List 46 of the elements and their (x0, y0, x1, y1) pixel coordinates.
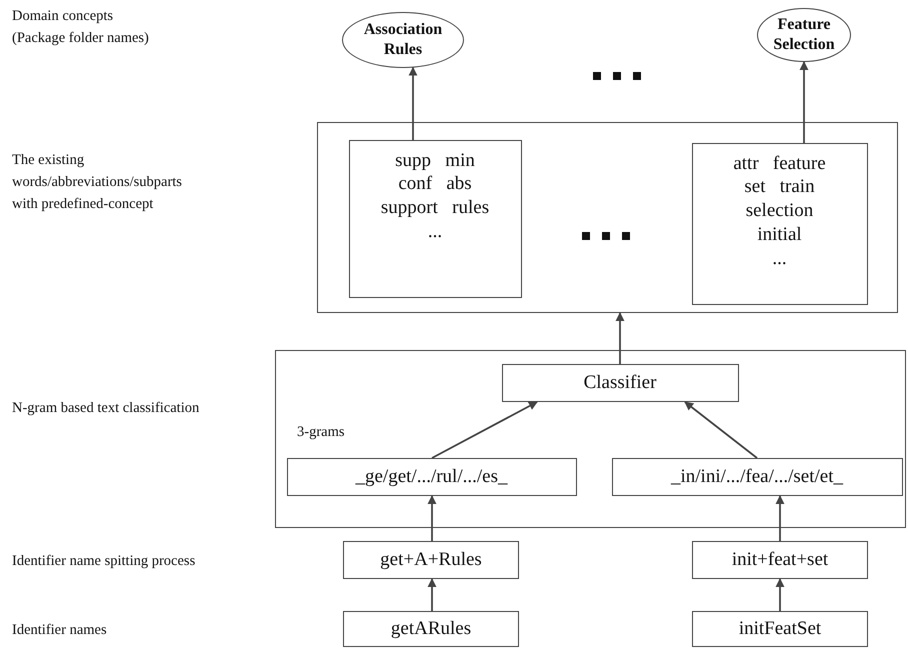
word-list-line: ... (772, 246, 787, 270)
node-label: get+A+Rules (380, 548, 482, 572)
concept-ellipse (757, 8, 851, 62)
word-list-box (692, 142, 868, 304)
node-label: Classifier (584, 370, 656, 394)
arrow (428, 495, 436, 541)
node-label: Association Rules (362, 20, 444, 60)
arrow (776, 578, 784, 611)
node-label: getARules (390, 617, 472, 641)
row-heading: Domain concepts (Package folder names) (12, 7, 150, 48)
arrow (616, 312, 624, 364)
row-heading: N-gram based text classification (12, 399, 200, 418)
process-box (343, 611, 519, 647)
node-label: init+feat+set (732, 548, 828, 572)
process-box (692, 541, 868, 579)
group-label: 3-grams (297, 423, 346, 442)
word-list-line: set train (744, 175, 815, 199)
process-box (502, 364, 738, 402)
row-heading: Identifier names (12, 621, 108, 640)
node-label: initFeatSet (738, 617, 822, 641)
word-list-box (348, 140, 522, 298)
row-heading: Identifier name spitting process (12, 552, 196, 571)
arrow (776, 495, 784, 541)
group-frame (275, 350, 906, 528)
word-list-line: conf abs (398, 172, 472, 196)
concept-ellipse (342, 12, 464, 68)
word-list-line: attr feature (733, 152, 826, 176)
process-box (343, 541, 519, 579)
arrow (408, 66, 418, 140)
process-box (692, 611, 868, 647)
word-list-line: ... (428, 220, 442, 244)
node-label: _ge/get/.../rul/.../es_ (356, 464, 508, 488)
word-list-line: initial (757, 222, 802, 246)
word-list-line: selection (746, 199, 814, 223)
word-list-line: support rules (380, 196, 490, 220)
node-label: Feature Selection (772, 15, 836, 55)
process-box (286, 458, 576, 496)
arrow (684, 401, 758, 459)
arrow (800, 61, 808, 143)
arrow (432, 401, 538, 459)
node-label: _in/ini/.../fea/.../set/et_ (670, 464, 844, 488)
arrow (428, 578, 436, 611)
process-box (612, 458, 902, 496)
group-frame (317, 122, 898, 313)
row-heading: The existing words/abbreviations/subparts with predefined-concept (12, 151, 183, 214)
word-list-line: supp min (395, 148, 475, 172)
